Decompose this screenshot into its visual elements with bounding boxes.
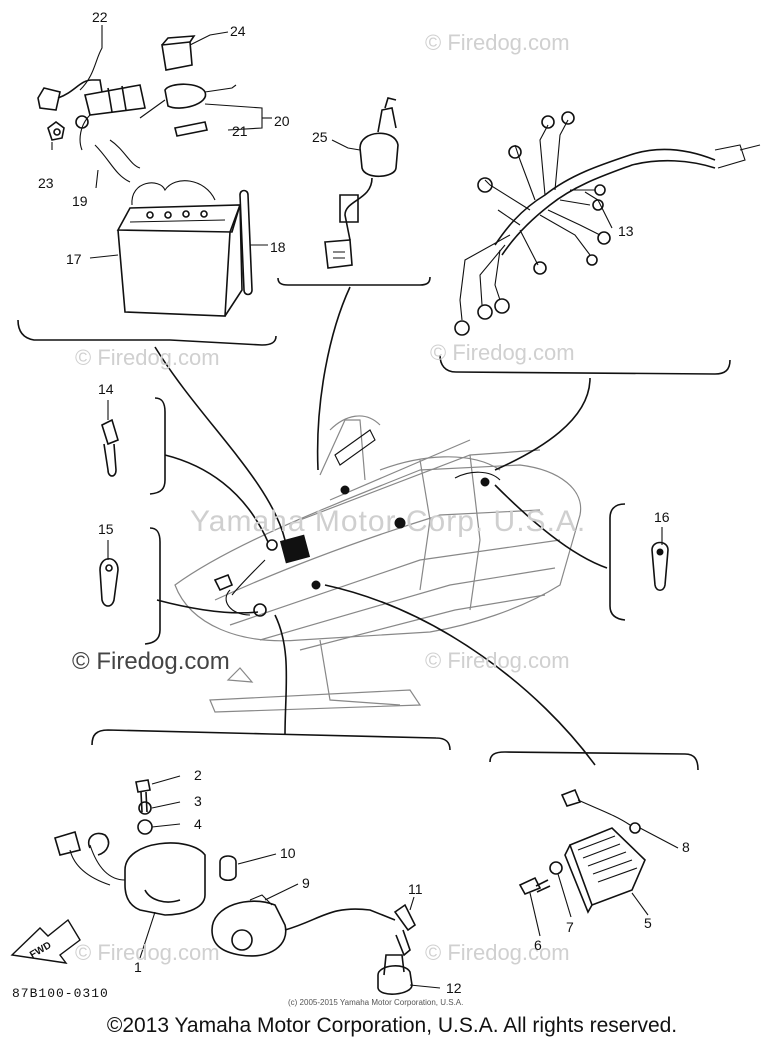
top-left-bracket bbox=[17, 319, 277, 346]
callout-16: 16 bbox=[654, 509, 670, 525]
callout-8: 8 bbox=[682, 839, 690, 855]
ignition-coil-9-drawing bbox=[211, 894, 396, 957]
main-switch-drawing bbox=[324, 97, 399, 269]
bracket-16 bbox=[609, 503, 626, 621]
callout-17: 17 bbox=[66, 251, 82, 267]
bolts-2-3-4-drawing bbox=[135, 779, 153, 835]
callout-6: 6 bbox=[534, 937, 542, 953]
relay-cap-drawing bbox=[161, 35, 196, 71]
watermark-4: © Firedog.com bbox=[425, 648, 570, 673]
leader-14 bbox=[164, 454, 269, 543]
wire-harness-drawing bbox=[454, 111, 761, 336]
callout-22: 22 bbox=[92, 9, 108, 25]
callout-24: 24 bbox=[230, 23, 246, 39]
fwd-arrow-icon: FWD bbox=[10, 918, 81, 964]
part-15-drawing bbox=[99, 557, 119, 607]
leader-harness bbox=[494, 377, 591, 471]
callout-5: 5 bbox=[644, 915, 652, 931]
diagram-linework: FWD bbox=[10, 25, 761, 995]
plug-cover-12-drawing bbox=[377, 954, 413, 995]
bracket-14 bbox=[149, 397, 166, 495]
leader-battery-group bbox=[154, 346, 286, 541]
callout-15: 15 bbox=[98, 521, 114, 537]
ignition-coil-1-drawing bbox=[54, 830, 206, 916]
diagram-code: 87B100-0310 bbox=[12, 986, 109, 1001]
battery-drawing bbox=[116, 180, 243, 317]
callout-13: 13 bbox=[618, 223, 634, 239]
callout-1: 1 bbox=[134, 959, 142, 975]
callout-23: 23 bbox=[38, 175, 54, 191]
leader-15 bbox=[156, 599, 259, 614]
leader-mainswitch bbox=[316, 286, 351, 471]
battery-leads-drawing bbox=[47, 121, 141, 183]
small-copyright: (c) 2005-2015 Yamaha Motor Corporation, … bbox=[288, 998, 464, 1007]
callout-11: 11 bbox=[408, 881, 423, 897]
bottom-right-bracket bbox=[489, 751, 699, 771]
watermark-1: © Firedog.com bbox=[425, 30, 570, 55]
electrical-parts-diagram: FWD bbox=[10, 9, 761, 996]
washer-7-drawing bbox=[549, 861, 563, 875]
callout-2: 2 bbox=[194, 767, 202, 783]
callout-21: 21 bbox=[232, 123, 248, 139]
callout-12: 12 bbox=[446, 980, 462, 996]
snowmobile-chassis bbox=[174, 415, 582, 713]
bottom-left-bracket bbox=[91, 729, 451, 751]
leader-ignition bbox=[274, 614, 288, 736]
nut-10-drawing bbox=[219, 855, 237, 882]
footer-copyright: ©2013 Yamaha Motor Corporation, U.S.A. A… bbox=[106, 1014, 678, 1037]
fuse-holder-drawing bbox=[139, 83, 237, 137]
top-middle-bracket bbox=[277, 276, 431, 286]
watermark-3: © Firedog.com bbox=[430, 340, 575, 365]
leader-rectifier bbox=[324, 584, 596, 766]
lead-8-drawing bbox=[560, 788, 641, 834]
starter-relay-drawing bbox=[37, 79, 146, 151]
callout-4: 4 bbox=[194, 816, 202, 832]
top-right-bracket bbox=[439, 354, 731, 375]
callout-10: 10 bbox=[280, 845, 296, 861]
callout-18: 18 bbox=[270, 239, 286, 255]
callout-14: 14 bbox=[98, 381, 114, 397]
plug-cap-11-drawing bbox=[393, 903, 417, 957]
callout-3: 3 bbox=[194, 793, 202, 809]
battery-band-drawing bbox=[239, 189, 253, 296]
callout-9: 9 bbox=[302, 875, 310, 891]
watermark-5: © Firedog.com bbox=[75, 940, 220, 965]
leader-16 bbox=[494, 484, 608, 569]
callout-7: 7 bbox=[566, 919, 574, 935]
part-16-drawing bbox=[651, 541, 669, 592]
bracket-15 bbox=[144, 527, 161, 645]
watermark-6: © Firedog.com bbox=[425, 940, 570, 965]
watermark-2: © Firedog.com bbox=[75, 345, 220, 370]
watermark-dark: © Firedog.com bbox=[72, 648, 230, 675]
part-14-drawing bbox=[101, 418, 119, 477]
regulator-5-drawing bbox=[564, 827, 646, 914]
callout-20: 20 bbox=[274, 113, 290, 129]
callout-leaders bbox=[51, 25, 679, 989]
watermark-center: Yamaha Motor Corp. U.S.A. bbox=[190, 505, 587, 538]
bolt-6-drawing bbox=[518, 876, 551, 896]
callout-25: 25 bbox=[312, 129, 328, 145]
callout-19: 19 bbox=[72, 193, 88, 209]
